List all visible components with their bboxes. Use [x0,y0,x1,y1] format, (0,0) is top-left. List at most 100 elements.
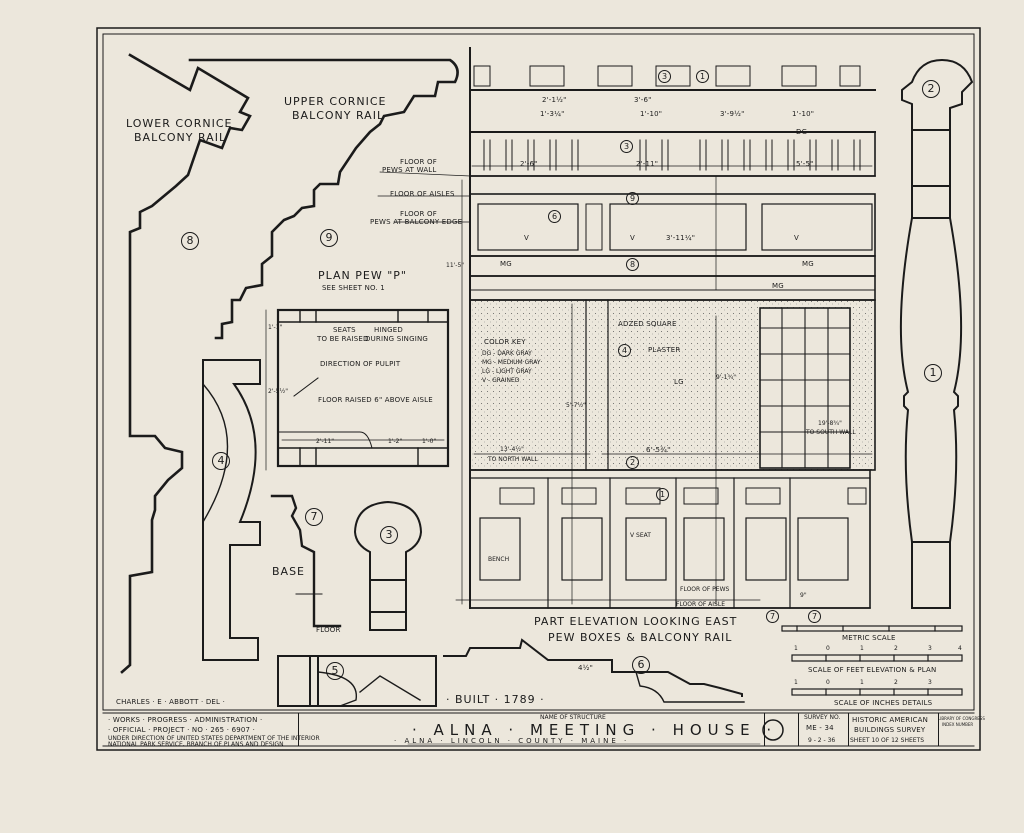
survey-caption: SURVEY NO. [804,714,841,721]
survey-number: ME - 34 [806,724,834,732]
detail-number-8: 8 [181,232,199,250]
plan-pew-title: PLAN PEW "P" [318,269,407,282]
feet-tick-3: 2 [894,679,898,686]
detail-number-2: 2 [922,80,940,98]
feet-tick-4: 3 [928,679,932,686]
habs-line-1: HISTORIC AMERICAN [852,716,929,724]
elevation-title-1: PART ELEVATION LOOKING EAST [534,615,738,628]
baluster-profile [899,58,974,609]
profile-9-upper-cornice [188,58,459,340]
detail-number-5: 5 [326,662,344,680]
hinged-label-1: HINGED [374,326,404,334]
divider-c [798,713,799,746]
feet-tick-2: 1 [860,679,864,686]
structure-name: · ALNA · MEETING · HOUSE · [412,721,778,739]
detail-number-9: 9 [320,229,338,247]
index-line-2: INDEX NUMBER [942,722,974,727]
floor-balcony-2: PEWS AT BALCONY EDGE [370,218,463,226]
adzed-square: ADZED SQUARE [618,320,677,328]
base-label: BASE [272,565,306,578]
seats-label-2: TO BE RAISED [317,335,369,343]
tone-mg-3: MG [772,282,784,290]
color-key-mg: MG - MEDIUM GRAY [482,359,541,366]
elev-number-7b: 7 [808,610,821,623]
center-dim: 6'-5¾" [646,446,671,454]
feet-tick-1: 0 [826,679,830,686]
plaster: PLASTER [648,346,681,354]
feet-tick-0: 1 [794,679,798,686]
name-caption: NAME OF STRUCTURE [540,714,606,721]
dim-mid-3: 5'-5" [796,160,814,168]
south-label: TO SOUTH WALL [806,429,856,436]
detail-dim: 4½" [578,664,594,672]
south-dim: 19'-8¾" [818,420,842,427]
pew-dim-a: 2'-11" [316,438,335,445]
inner-border [102,33,975,711]
divider-b [764,713,765,746]
dim-mid-1: 2'-6" [520,160,538,168]
elev-number-8: 8 [626,258,639,271]
profile-6 [443,638,743,697]
pew-dim-d: 2'-5½" [268,388,289,395]
elev-number-1b: 1 [656,488,669,501]
tone-dg: DG [796,128,808,136]
wpa-line-2: · OFFICIAL · PROJECT · NO · 265 · 6907 · [108,726,256,734]
vert-dim-4: 9" [800,592,807,599]
divider-e [938,713,939,746]
tone-v-2: V [630,234,635,242]
lower-cornice-label-2: BALCONY RAIL [134,131,227,144]
pew-dim-e: 1'-1" [268,324,283,331]
color-key-title: COLOR KEY [484,338,526,346]
detail-number-6: 6 [632,656,650,674]
seat-label: V SEAT [630,532,651,539]
tone-v-1: V [524,234,529,242]
color-key-dg: DG - DARK GRAY [482,350,532,357]
title-block-lines [102,712,975,747]
pew-dim-b: 1'-2" [388,438,403,445]
detail-number-7: 7 [305,508,323,526]
tone-v-3: V [794,234,799,242]
pew-dim-c: 1'-0" [422,438,437,445]
elev-number-7a: 7 [766,610,779,623]
dim-top-6: 1'-10" [792,110,815,118]
elev-number-1a: 1 [696,70,709,83]
plan-pew-see: SEE SHEET NO. 1 [322,284,385,292]
floor-aisles: FLOOR OF AISLES [390,190,455,198]
dim-top-2: 3'-6" [634,96,652,104]
floor-raised: FLOOR RAISED 6" ABOVE AISLE [318,396,433,404]
detail-number-3: 3 [380,526,398,544]
elev-number-3b: 3 [620,140,633,153]
under-line-2: NATIONAL PARK SERVICE, BRANCH OF PLANS A… [108,741,284,748]
elev-number-4: 4 [618,344,631,357]
inch-scale-title: SCALE OF INCHES DETAILS [834,699,933,707]
divider-a [298,713,299,746]
structure-location: · ALNA · LINCOLN · COUNTY · MAINE · [394,737,630,745]
upper-cornice-label-2: BALCONY RAIL [292,109,385,122]
color-key-v: V - GRAINED [482,377,520,384]
profile-5 [277,655,437,707]
metric-tick-2: 1 [860,645,864,652]
under-line-1: UNDER DIRECTION OF UNITED STATES DEPARTM… [108,735,320,742]
elev-number-2: 2 [626,456,639,469]
detail-number-1: 1 [924,364,942,382]
tone-mg-2: MG [802,260,814,268]
tone-mg-1: MG [500,260,512,268]
profile-7-base [270,494,342,628]
elev-number-9: 9 [626,192,639,205]
dim-top-4: 1'-10" [640,110,663,118]
floor-pews-wall-1: FLOOR OF [400,158,437,166]
delineator: CHARLES · E · ABBOTT · DEL · [116,698,225,706]
profile-8-lower-cornice [120,53,252,674]
north-label: TO NORTH WALL [488,456,538,463]
metric-tick-1: 0 [826,645,830,652]
lower-cornice-label-1: LOWER CORNICE [126,117,233,130]
dim-top-3: 1'-3¼" [540,110,565,118]
divider-d [848,713,849,746]
metric-tick-4: 3 [928,645,932,652]
dim-top-1: 2'-1½" [542,96,567,104]
floor-balcony-1: FLOOR OF [400,210,437,218]
scales [781,625,963,696]
upper-cornice-label-1: UPPER CORNICE [284,95,387,108]
survey-date: 9 - 2 - 36 [808,737,836,744]
